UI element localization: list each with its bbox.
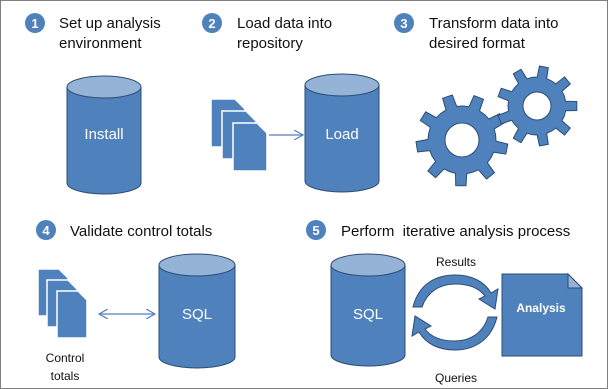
install-cylinder-icon: Install xyxy=(66,75,142,195)
document-stack-icon xyxy=(210,98,268,172)
step-1-title-line2: environment xyxy=(59,35,142,52)
step-4-title: Validate control totals xyxy=(70,223,212,240)
step-3-header: 3 Transform data into desired format xyxy=(394,13,559,52)
step-2-badge xyxy=(202,13,222,33)
control-totals-label-line2: totals xyxy=(51,369,80,383)
sql-cylinder-step5-icon: SQL xyxy=(330,253,406,367)
step-1-badge xyxy=(25,13,45,33)
control-totals-label-line1: Control xyxy=(46,351,85,365)
step-3-badge xyxy=(394,13,414,33)
gear-hole xyxy=(444,122,480,158)
gear-icon xyxy=(497,65,578,147)
step-5-header: 5 Perform iterative analysis process xyxy=(306,220,570,240)
step-4-header: 4 Validate control totals xyxy=(36,220,212,240)
step-2-title-line1: Load data into xyxy=(237,15,332,32)
load-cylinder-icon: Load xyxy=(304,73,380,193)
step-1-title-line1: Set up analysis xyxy=(59,15,161,32)
step-2-title-line2: repository xyxy=(237,35,303,52)
step-2-number: 2 xyxy=(208,16,215,31)
install-label: Install xyxy=(84,126,123,143)
queries-label: Queries xyxy=(435,371,477,385)
gear-hole xyxy=(522,91,552,121)
step-4-number: 4 xyxy=(42,223,50,238)
step-5-title: Perform iterative analysis process xyxy=(341,223,570,240)
sql-cylinder-step4-icon: SQL xyxy=(158,253,236,369)
step-4-badge xyxy=(36,220,56,240)
sql-label-step5: SQL xyxy=(353,306,383,323)
step-5-badge xyxy=(306,220,326,240)
step-1-header: 1 Set up analysis environment xyxy=(25,13,161,52)
sql-label-step4: SQL xyxy=(182,306,212,323)
analysis-document-icon: Analysis xyxy=(501,272,584,357)
control-totals-document-stack-icon xyxy=(37,268,88,339)
results-label: Results xyxy=(436,255,476,269)
analysis-label: Analysis xyxy=(516,301,566,315)
step-2-header: 2 Load data into repository xyxy=(202,13,332,52)
gear-icon xyxy=(415,94,509,187)
step-5-number: 5 xyxy=(312,223,319,238)
cycle-arrow-icon xyxy=(411,274,499,351)
step-3-title-line2: desired format xyxy=(429,35,526,52)
load-label: Load xyxy=(325,126,358,143)
step-3-number: 3 xyxy=(400,16,407,31)
step-3-title-line1: Transform data into xyxy=(429,15,559,32)
step-1-number: 1 xyxy=(31,16,38,31)
